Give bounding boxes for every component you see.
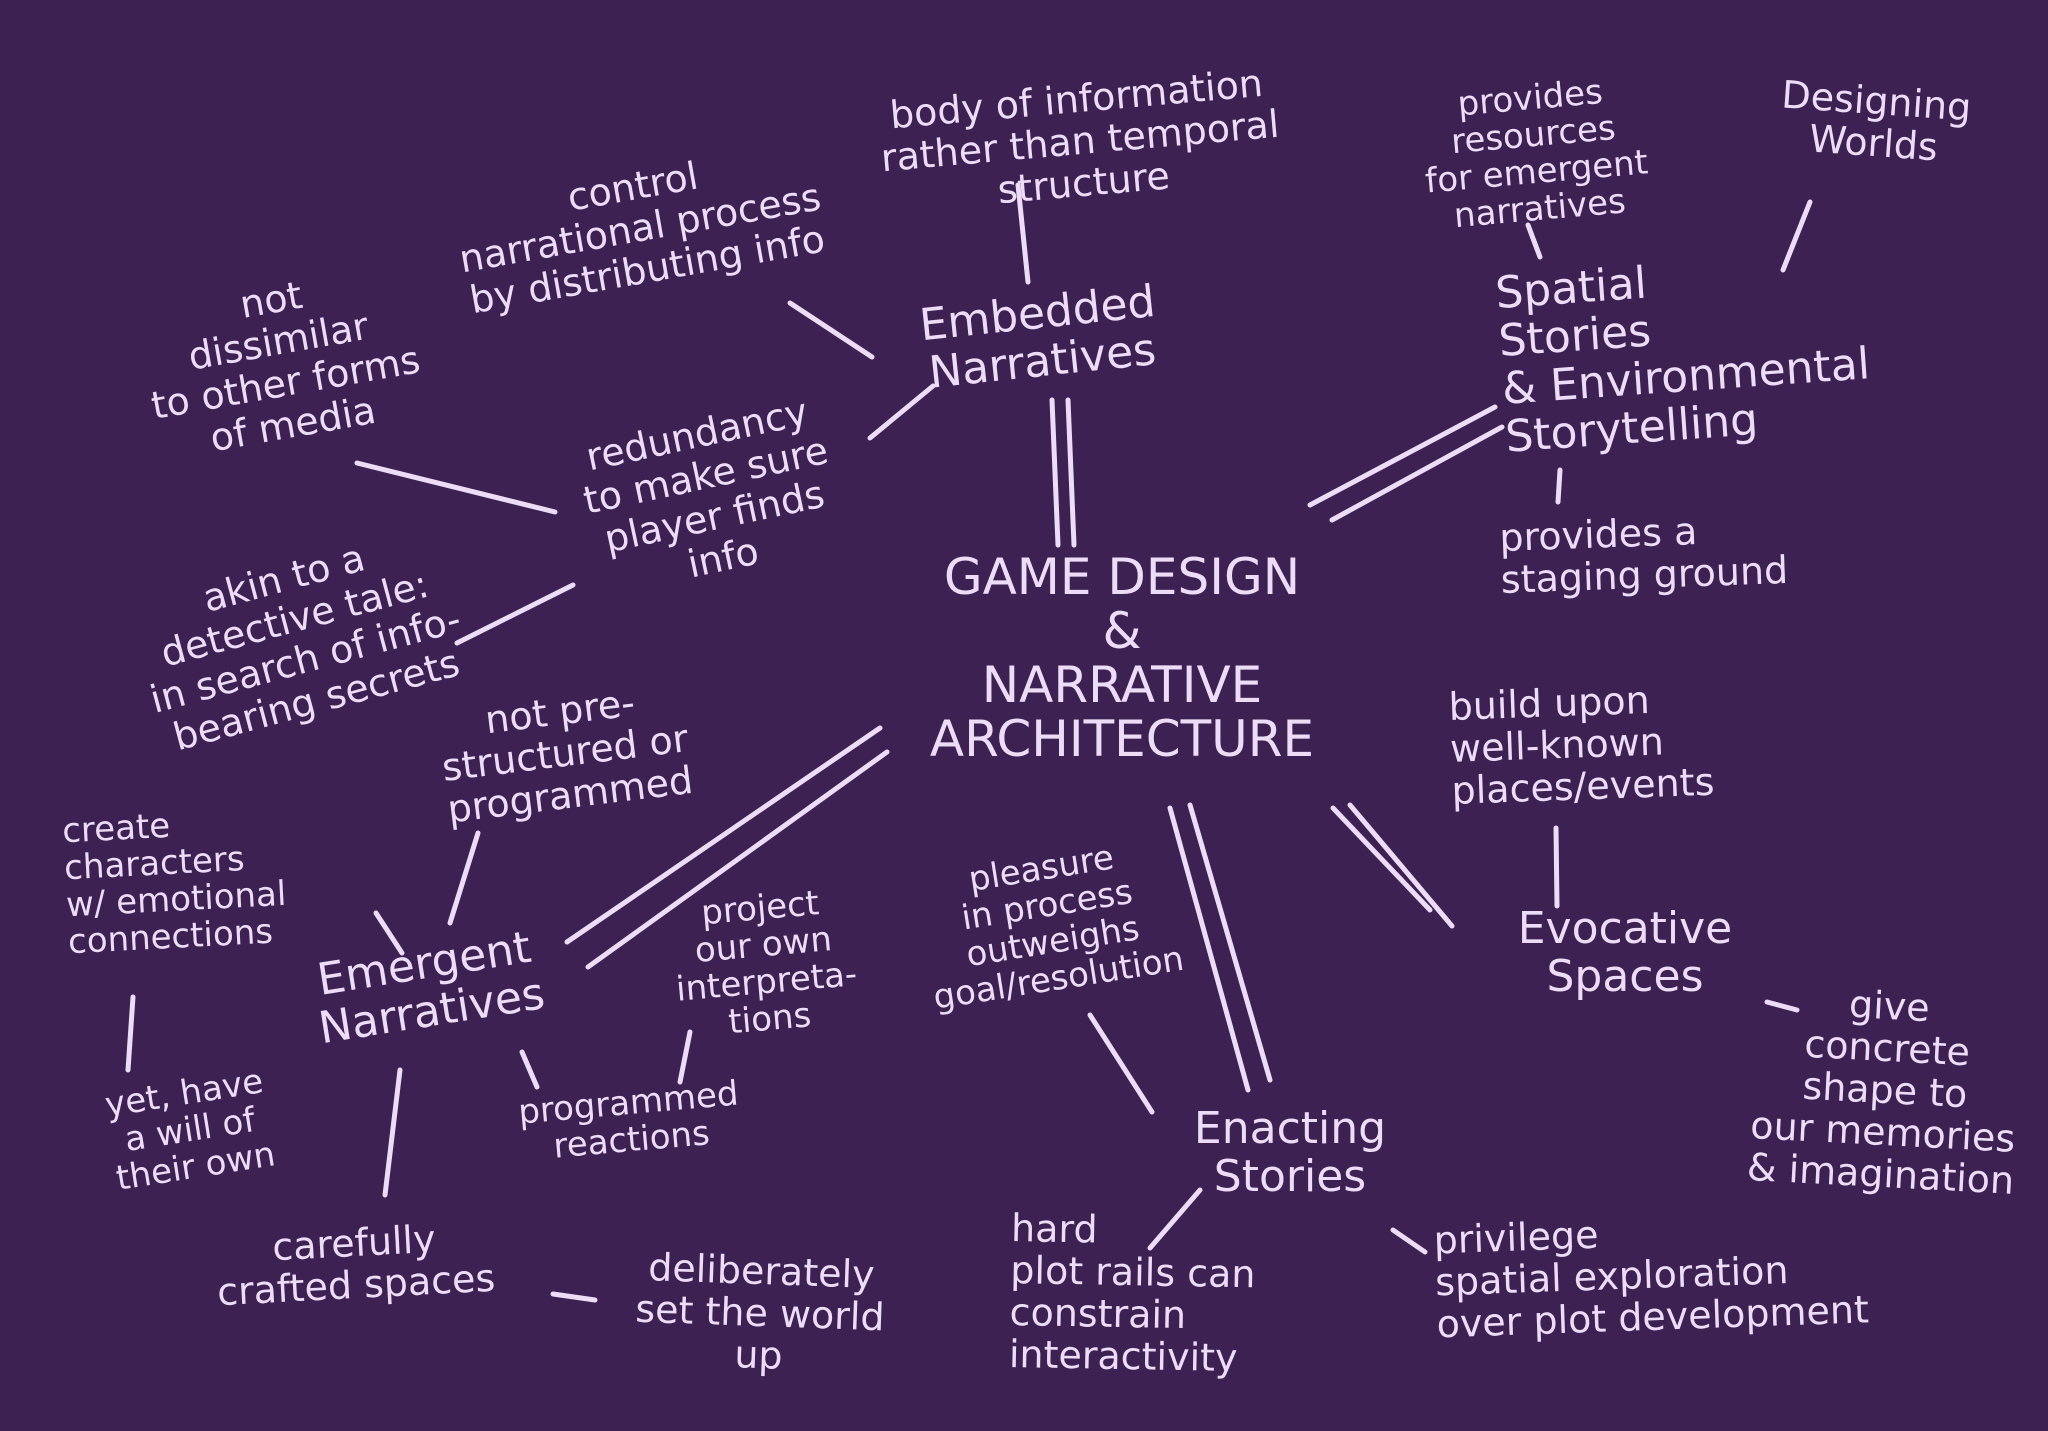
link-evocative-build (1553, 825, 1560, 909)
link-emergent-programmed (519, 1049, 540, 1090)
link-emergent-characters (373, 910, 405, 956)
link-programmed-project (677, 1029, 693, 1085)
hub-link-emergent (564, 725, 890, 970)
link-redundancy-detective (454, 582, 576, 646)
note-provides-resources: provides resources for emergent narrativ… (1423, 71, 1650, 237)
link-enacting-pleasure (1087, 1012, 1155, 1115)
link-enacting-rails (1147, 1187, 1203, 1251)
note-carefully-crafted: carefully crafted spaces (215, 1216, 497, 1315)
node-evocative-spaces: Evocative Spaces (1517, 903, 1733, 1002)
note-staging-ground: provides a staging ground (1498, 509, 1789, 602)
link-embedded-redundancy (867, 383, 936, 441)
note-create-characters: create characters w/ emotional connectio… (61, 805, 288, 963)
link-embedded-body (1015, 182, 1031, 285)
note-build-upon: build upon well-known places/events (1447, 677, 1716, 813)
link-spatial-staging (1555, 467, 1563, 505)
hub-link-enacting (1167, 802, 1273, 1093)
link-evocative-give (1764, 999, 1800, 1013)
note-project-interpretations: project our own interpreta- tions (674, 883, 859, 1043)
note-privilege-spatial: privilege spatial exploration over plot … (1432, 1212, 1870, 1347)
link-emergent-prestructured (447, 830, 481, 926)
link-emergent-crafted (382, 1067, 403, 1198)
link-embedded-control (787, 300, 875, 360)
link-characters-will (125, 994, 136, 1073)
link-enacting-privilege (1390, 1227, 1428, 1255)
note-give-concrete-shape: give concrete shape to our memories & im… (1745, 982, 2017, 1203)
hub-link-spatial (1307, 404, 1505, 523)
link-crafted-deliberately (550, 1291, 598, 1303)
node-spatial-stories: Spatial Stories & Environmental Storytel… (1493, 257, 1872, 463)
note-hard-plot-rails: hard plot rails can constrain interactiv… (1008, 1206, 1256, 1381)
link-redundancy-dissimilar (354, 460, 558, 515)
link-spatial-worlds (1780, 199, 1813, 273)
node-enacting-stories: Enacting Stories (1193, 1103, 1387, 1202)
note-deliberately: deliberately set the world up (634, 1245, 886, 1378)
hub-link-embedded (1049, 397, 1077, 548)
hub-link-evocative (1330, 802, 1455, 929)
note-designing-worlds: Designing Worlds (1780, 72, 1973, 170)
link-spatial-resources (1525, 222, 1543, 260)
central-topic: GAME DESIGN & NARRATIVE ARCHITECTURE (929, 548, 1315, 768)
